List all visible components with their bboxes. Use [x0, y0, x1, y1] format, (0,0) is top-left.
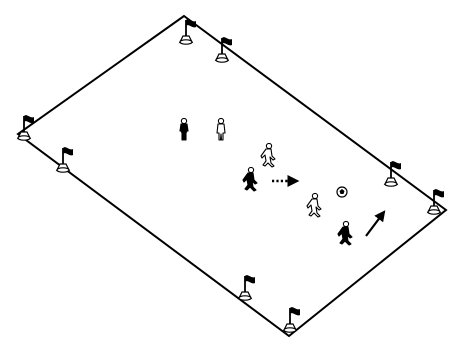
run-arrow-icon: [366, 212, 384, 236]
soccer-ball-icon: [337, 187, 347, 197]
player-icon: [217, 118, 225, 140]
player-icon: [261, 143, 275, 167]
field-outline: [18, 16, 446, 336]
corner-flag-icon: [180, 19, 196, 44]
player-icon: [243, 167, 257, 191]
player-icon: [338, 221, 352, 245]
corner-flag-icon: [239, 275, 255, 300]
player-icon: [307, 193, 321, 217]
corner-flag-icon: [57, 147, 73, 172]
player-icon: [180, 118, 188, 140]
